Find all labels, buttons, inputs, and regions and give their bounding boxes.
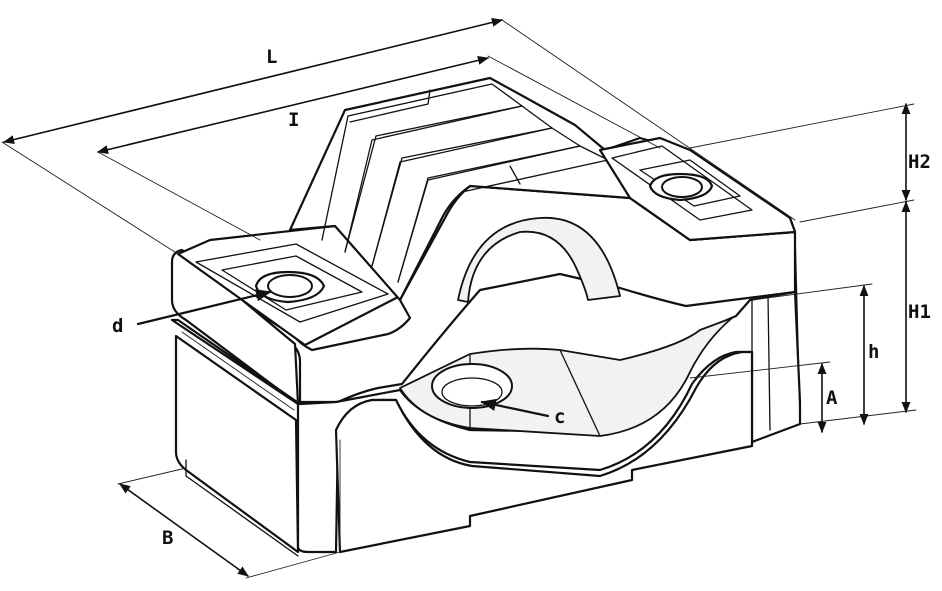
ext-line-L-right	[501, 19, 796, 221]
leader-c	[480, 398, 550, 418]
label-A: A	[826, 387, 838, 409]
ext-line-H2-top	[689, 103, 915, 149]
base-front-lower	[334, 350, 754, 554]
label-B: B	[162, 527, 173, 549]
leader-d	[136, 289, 272, 326]
dim-I-line	[96, 56, 490, 154]
bolt-hole-c	[431, 363, 513, 409]
label-H2: H2	[908, 151, 931, 173]
left-pocket-frame	[195, 243, 389, 323]
label-c: c	[554, 406, 565, 428]
label-H1: H1	[908, 301, 931, 323]
rib-4	[397, 145, 609, 283]
rib-inner-b	[509, 165, 521, 185]
label-I: I	[288, 109, 299, 131]
ext-line-h-top	[751, 283, 873, 301]
ext-line-H1-bottom	[799, 409, 917, 425]
dimensions: L I H2 H1 h A B c d	[1, 18, 931, 579]
right-block-inner-edge	[767, 295, 771, 431]
ext-line-B-right	[245, 551, 341, 579]
ext-line-I-right	[487, 55, 661, 149]
cable-bore-upper	[457, 217, 621, 303]
ext-line-I-left	[97, 151, 261, 241]
right-block-edge	[794, 231, 801, 421]
ext-line-H1-top	[799, 199, 915, 223]
label-d: d	[112, 315, 123, 337]
label-L: L	[266, 46, 277, 68]
ext-line-B-left	[117, 467, 187, 485]
base-left-foot	[174, 334, 300, 554]
cleat-body	[170, 76, 802, 557]
mid-seam-line	[177, 319, 339, 405]
bolt-hole-d	[267, 274, 313, 298]
bolt-hole-right	[661, 176, 703, 198]
rib-2	[344, 105, 553, 267]
top-clamp-front-face	[176, 184, 797, 404]
dim-B-line	[119, 483, 249, 577]
ext-line-L-left	[1, 141, 179, 255]
bolt-hole-c-inner	[441, 377, 503, 407]
label-h: h	[868, 341, 879, 363]
left-foot-step	[185, 459, 299, 557]
detail-line-1	[181, 331, 295, 411]
saddle-seam-right	[559, 349, 601, 437]
ext-line-A-top	[689, 361, 831, 379]
